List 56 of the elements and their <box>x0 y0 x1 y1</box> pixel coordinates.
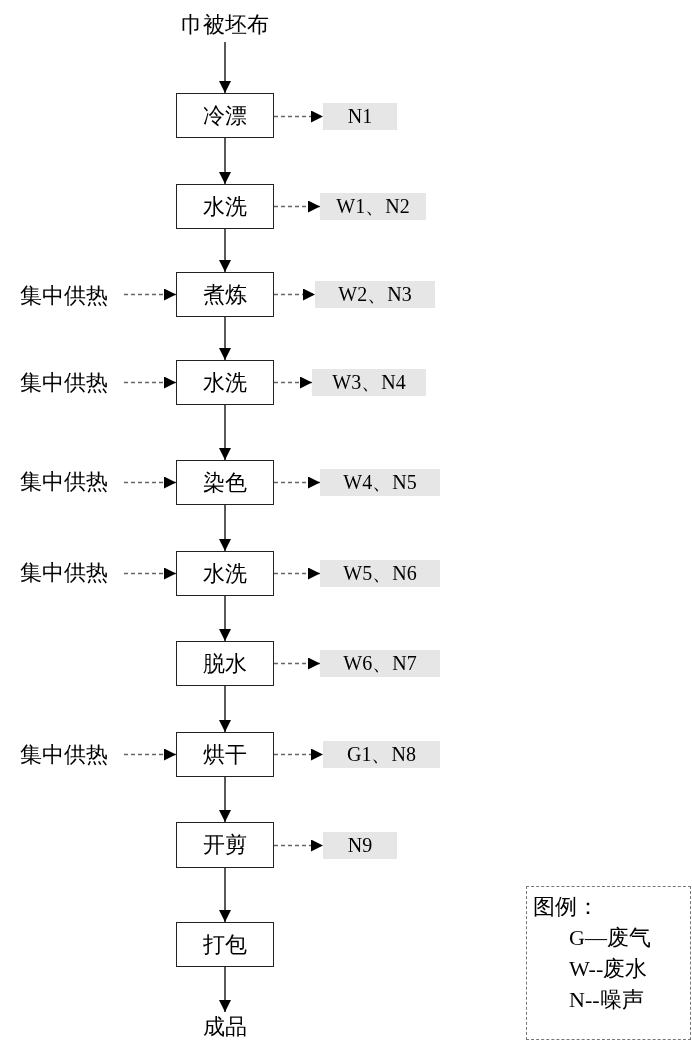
legend-entry: W--废水 <box>568 955 649 983</box>
process-box: 染色 <box>176 460 274 505</box>
emission-label: N1 <box>323 103 397 130</box>
emission-label: W6、N7 <box>320 650 440 677</box>
flow-label: 集中供热 <box>8 367 120 399</box>
arrow <box>219 41 231 94</box>
legend-box <box>526 886 691 1040</box>
arrow <box>219 504 231 552</box>
process-box: 脱水 <box>176 641 274 686</box>
arrow <box>219 316 231 361</box>
arrow <box>219 776 231 823</box>
flow-label: 集中供热 <box>8 739 120 771</box>
arrow <box>219 228 231 273</box>
arrow <box>273 839 324 852</box>
process-box: 水洗 <box>176 360 274 405</box>
flow-label: 集中供热 <box>8 466 120 498</box>
flow-label: 集中供热 <box>8 557 120 589</box>
process-box: 打包 <box>176 922 274 967</box>
arrow <box>219 966 231 1013</box>
arrow <box>123 476 177 489</box>
arrow <box>123 376 177 389</box>
arrow <box>219 404 231 461</box>
emission-label: W1、N2 <box>320 193 426 220</box>
emission-label: W4、N5 <box>320 469 440 496</box>
legend-title: 图例： <box>533 893 600 921</box>
flow-label: 巾被坯布 <box>170 8 280 42</box>
process-box: 冷漂 <box>176 93 274 138</box>
arrow <box>219 685 231 733</box>
process-box: 烘干 <box>176 732 274 777</box>
arrow <box>273 657 321 670</box>
arrow <box>273 476 321 489</box>
arrow <box>273 110 324 123</box>
arrow <box>273 567 321 580</box>
emission-label: N9 <box>323 832 397 859</box>
arrow <box>273 748 324 761</box>
arrow <box>273 288 316 301</box>
emission-label: W5、N6 <box>320 560 440 587</box>
arrow <box>123 567 177 580</box>
arrow <box>273 200 321 213</box>
flow-label: 集中供热 <box>8 280 120 312</box>
emission-label: W2、N3 <box>315 281 435 308</box>
arrow <box>219 867 231 923</box>
arrow <box>273 376 313 389</box>
process-box: 开剪 <box>176 822 274 868</box>
emission-label: W3、N4 <box>312 369 426 396</box>
legend-entry: G—废气 <box>568 924 652 952</box>
emission-label: G1、N8 <box>323 741 440 768</box>
process-box: 水洗 <box>176 184 274 229</box>
legend-entry: N--噪声 <box>568 986 645 1014</box>
flow-label: 成品 <box>180 1012 270 1042</box>
arrow <box>123 288 177 301</box>
process-box: 水洗 <box>176 551 274 596</box>
arrow <box>219 137 231 185</box>
process-box: 煮炼 <box>176 272 274 317</box>
arrow <box>123 748 177 761</box>
arrow <box>219 595 231 642</box>
